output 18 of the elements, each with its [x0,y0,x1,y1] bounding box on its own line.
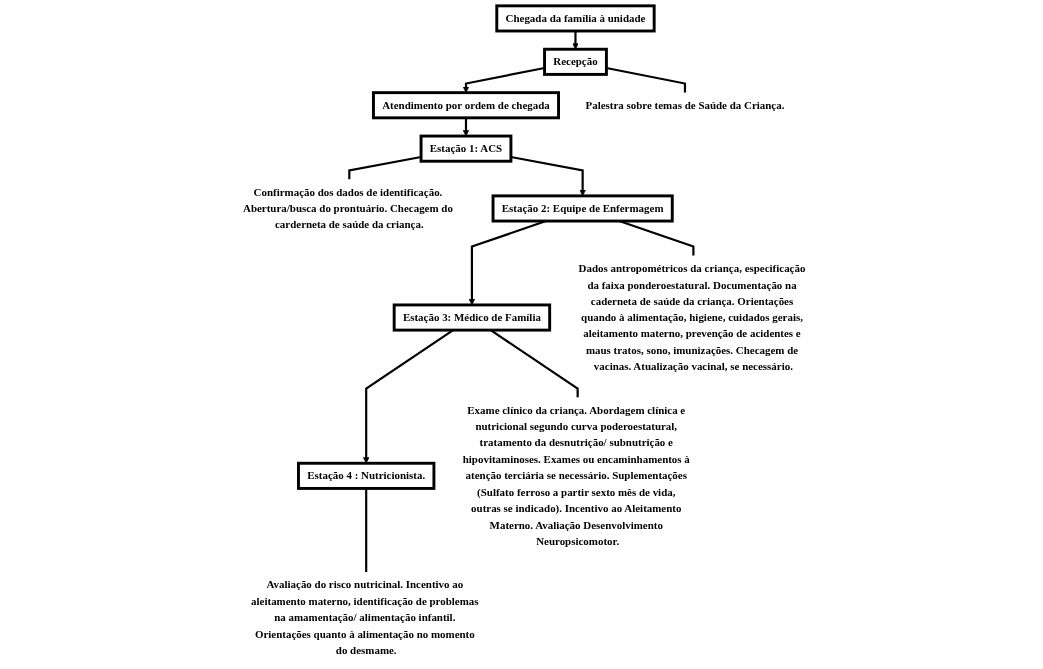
node-box: Chegada da família à unidade [495,4,656,33]
connector [606,66,687,93]
node-text: Dados antropométricos da criança, especificação da faixa ponderoestatural. Documentação na caderneta de saúde da criança. Orientações quando à alimentação, higiene, cuidados gerais, aleitamento materno, prevenção de acidentes e maus tratos, sono, imunizações. Checagem de vacinas. Atualização vacinal, se necessário. [578,262,806,373]
arrow [462,117,470,137]
arrow [462,66,545,93]
node-text: Palestra sobre temas de Saúde da Criança. [585,99,785,111]
arrow [572,31,579,50]
node-box: Estação 2: Equipe de Enfermagem [491,194,674,223]
node-text: Exame clínico da criança. Abordagem clínica e nutricional segundo curva poderoestatural, tratamento da desnutrição/ subnutrição e hipovitaminoses. Exames ou encaminhamentos à atenção terciária se necessário. Suplementações (Sulfato ferroso a partir sexto mês de vida, outras se indicado). Incentivo ao Aleitamento Materno. Avaliação Desenvolvimento Neuropsicomotor. [462,404,690,548]
node-box: Estação 3: Médico de Família [392,303,552,332]
node-text: Confirmação dos dados de identificação. Abertura/busca do prontuário. Checagem do carderneta de saúde da criança. [243,186,454,231]
node-box: Estação 1: ACS [419,134,513,163]
node-box: Recepção [543,47,608,76]
connector [348,155,422,180]
node-text: Avaliação do risco nutricinal. Incentivo ao aleitamento materno, identificação de problemas na amamentação/ alimentação infantil. Orientações quanto à alimentação no momento do desmame. [251,578,479,657]
connector [365,488,368,573]
node-box: Estação 4 : Nutricionista. [297,461,436,490]
node-box: Atendimento por ordem de chegada [372,91,561,120]
